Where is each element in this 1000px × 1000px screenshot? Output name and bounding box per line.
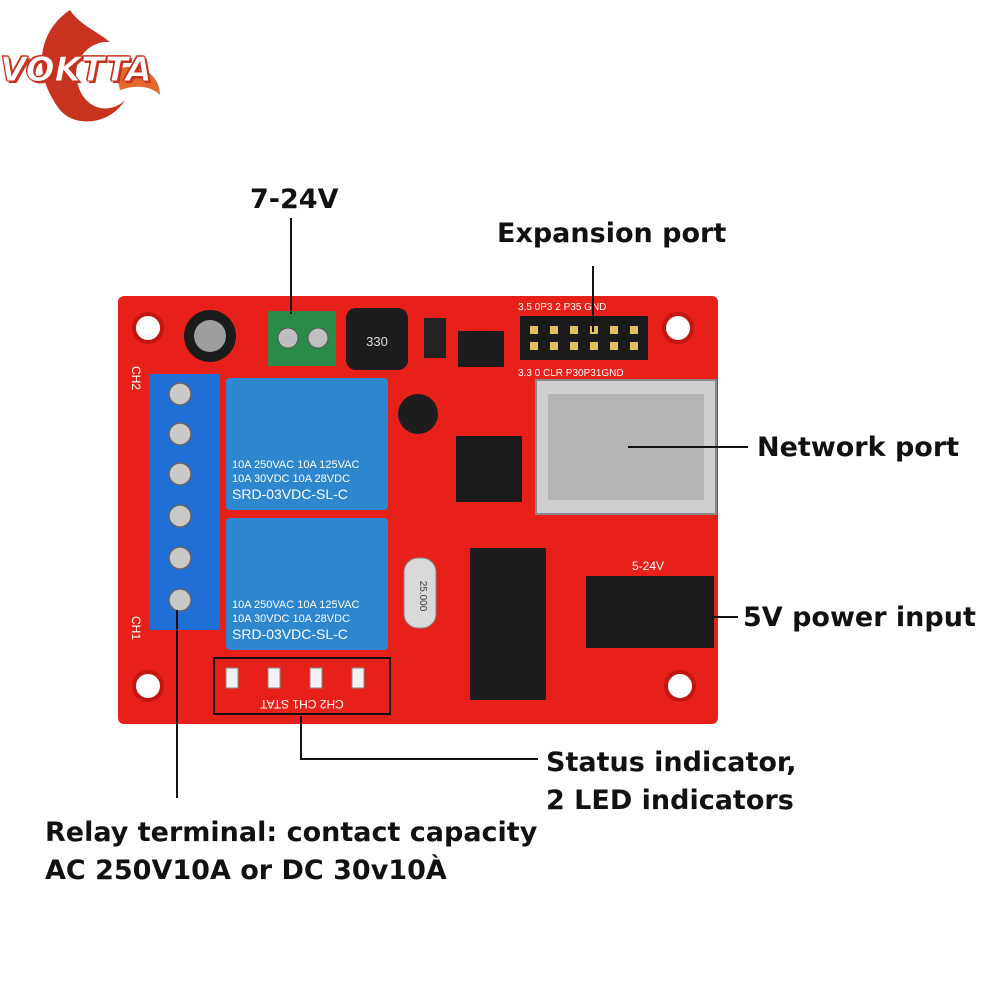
relay1-rating2: 10A 30VDC 10A 28VDC	[232, 473, 350, 485]
relay-terminal-block	[150, 374, 220, 630]
callout-relay-2: AC 250V10A or DC 30v10À	[45, 855, 447, 886]
ch1-side-label: CH1	[129, 616, 143, 640]
diode	[424, 318, 446, 358]
header-bottom-label: 3.3 0 CLR P30P31GND	[518, 368, 624, 379]
relay-1	[226, 378, 388, 510]
mounting-hole	[132, 312, 164, 344]
callout-line-status-v	[300, 716, 302, 760]
crystal	[403, 557, 437, 629]
relay1-rating: 10A 250VAC 10A 125VAC	[232, 459, 359, 471]
mounting-hole	[132, 670, 164, 702]
expansion-header	[520, 316, 648, 360]
callout-network: Network port	[757, 432, 960, 463]
callout-line-status-h	[300, 758, 538, 760]
mounting-hole	[664, 670, 696, 702]
ethernet-chip	[470, 548, 546, 700]
callout-voltage: 7-24V	[250, 184, 339, 215]
relay2-model: SRD-03VDC-SL-C	[232, 626, 348, 642]
callout-relay-1: Relay terminal: contact capacity	[45, 817, 538, 848]
callout-status-2: 2 LED indicators	[546, 785, 794, 816]
callout-line-power	[712, 616, 738, 618]
logo-fish-icon	[41, 10, 160, 122]
dc-jack-label: 5-24V	[632, 559, 664, 573]
led-box	[213, 657, 391, 715]
relay-board: 330 3.5 0P3 2 P35 GND 3.3 0 CLR P30P31GN…	[118, 296, 718, 724]
led-labels: CH2 CH1 STAT	[260, 697, 344, 711]
crystal-code: 25.000	[417, 581, 428, 612]
callout-line-voltage	[290, 218, 292, 314]
ch2-side-label: CH2	[129, 366, 143, 390]
header-top-label: 3.5 0P3 2 P35 GND	[518, 302, 606, 313]
callout-line-network	[628, 446, 748, 448]
brand-name: VOKTTA	[0, 50, 152, 91]
mounting-hole	[662, 312, 694, 344]
relay2-rating: 10A 250VAC 10A 125VAC	[232, 599, 359, 611]
inductor	[346, 308, 408, 370]
callout-power: 5V power input	[743, 602, 976, 633]
callout-expansion: Expansion port	[497, 218, 727, 249]
regulator-chip	[458, 331, 504, 367]
callout-line-relay	[176, 610, 178, 798]
capacitor-2	[398, 394, 438, 434]
relay1-model: SRD-03VDC-SL-C	[232, 486, 348, 502]
relay2-rating2: 10A 30VDC 10A 28VDC	[232, 613, 350, 625]
callout-status-1: Status indicator,	[546, 747, 797, 778]
mcu-chip	[456, 436, 522, 502]
callout-line-expansion	[592, 266, 594, 332]
inductor-code: 330	[366, 334, 388, 349]
dc-jack	[586, 576, 714, 648]
relay-2	[226, 518, 388, 650]
